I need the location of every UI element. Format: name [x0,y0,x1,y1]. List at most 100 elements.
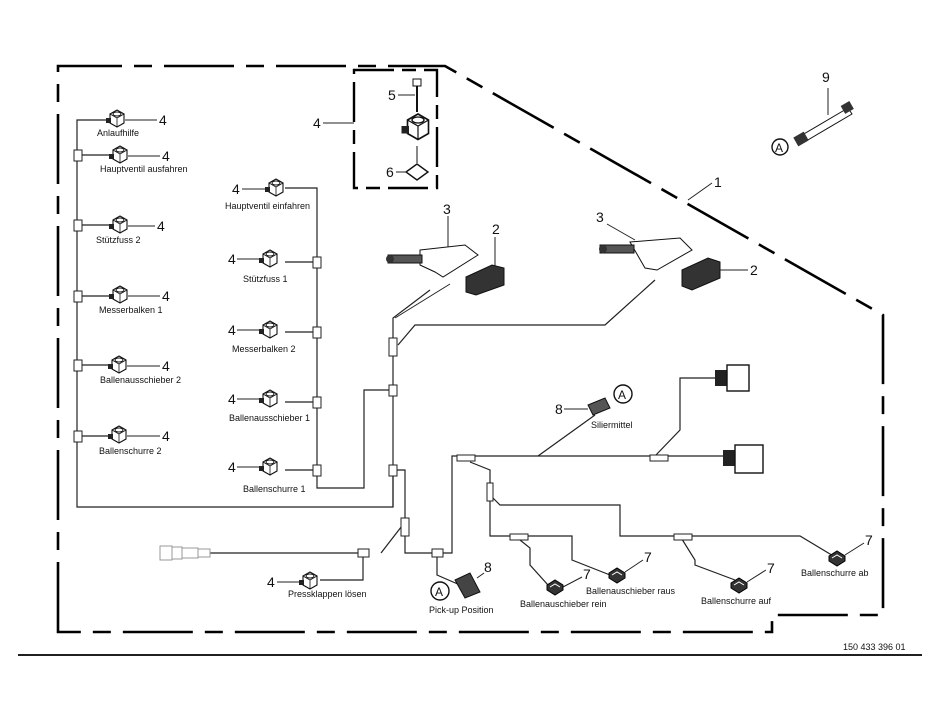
sensor-connector-icon [546,579,564,596]
svg-text:Ballenauschieber raus: Ballenauschieber raus [586,586,676,596]
connector-right-bottom [723,444,764,474]
svg-text:4: 4 [157,218,165,234]
svg-text:Hauptventil ausfahren: Hauptventil ausfahren [100,164,188,174]
junction-icon [431,548,444,558]
valve-bottom: 4 Pressklappen lösen [267,571,367,599]
svg-text:4: 4 [162,358,170,374]
middle-trunk [285,187,393,489]
svg-text:4: 4 [228,391,236,407]
sensor-connector-icon [828,550,846,567]
connector-left: 2 [465,221,505,296]
solenoid-valve-icon [107,355,127,374]
svg-text:2: 2 [492,221,500,237]
external-connector-left [159,545,211,561]
valve-middle-4: 4 Ballenschurre 1 [228,457,306,494]
svg-text:Ballenschurre ab: Ballenschurre ab [801,568,869,578]
solenoid-valve-icon [264,178,284,197]
svg-text:4: 4 [267,574,275,590]
solenoid-valve-icon [108,285,128,304]
junction-icon [357,548,370,558]
svg-text:5: 5 [388,87,396,103]
solenoid-valve-icon [108,145,128,164]
svg-text:Ballenschurre auf: Ballenschurre auf [701,596,772,606]
svg-text:Pressklappen lösen: Pressklappen lösen [288,589,367,599]
sensor-2: 7 Ballenschurre auf [701,560,775,606]
valve-detail-box [352,68,439,190]
svg-text:Ballenausschieber 2: Ballenausschieber 2 [100,375,181,385]
connector-right: 2 [681,257,758,291]
solenoid-valve-icon [105,109,125,128]
drawing-number: 150 433 396 01 [843,642,906,652]
valve-left-0: 4 Anlaufhilfe [97,109,167,138]
solenoid-valve-icon [258,389,278,408]
svg-text:4: 4 [159,112,167,128]
junction-icon [73,290,83,303]
junction-icon [388,384,398,397]
svg-text:Siliermittel: Siliermittel [591,420,633,430]
reference-marker-a [771,138,789,156]
valve-left-4: 4 Ballenausschieber 2 [100,355,181,385]
svg-text:Ballenschurre 2: Ballenschurre 2 [99,446,162,456]
svg-text:8: 8 [484,559,492,575]
valve-middle-1: 4 Stützfuss 1 [228,249,288,284]
svg-text:Stützfuss 2: Stützfuss 2 [96,235,141,245]
svg-text:A: A [435,585,443,599]
svg-text:4: 4 [162,428,170,444]
junction-icon [312,326,322,339]
junction-icon [73,430,83,443]
svg-text:A: A [775,141,783,155]
junction-icon [312,464,322,477]
screw-head-icon [412,78,422,87]
svg-text:Ballenausschieber 1: Ballenausschieber 1 [229,413,310,423]
junction-icon [509,533,529,541]
svg-text:Pick-up Position: Pick-up Position [429,605,494,615]
central-spine [160,279,836,586]
svg-text:1: 1 [714,174,722,190]
svg-text:4: 4 [162,288,170,304]
valve-middle-0: 4 Hauptventil einfahren [225,178,310,211]
junction-icon [312,256,322,269]
solenoid-valve-icon [108,215,128,234]
svg-text:8: 8 [555,401,563,417]
svg-text:4: 4 [162,148,170,164]
svg-text:Hauptventil einfahren: Hauptventil einfahren [225,201,310,211]
valve-left-1: 4 Hauptventil ausfahren [100,145,188,174]
junction-icon [456,454,476,462]
valve-detail: 4 5 6 [313,78,430,181]
junctions [73,149,693,558]
svg-text:Ballenschurre 1: Ballenschurre 1 [243,484,306,494]
svg-text:4: 4 [232,181,240,197]
solenoid-valve-icon [298,571,318,590]
valve-middle-2: 4 Messerbalken 2 [228,320,296,354]
svg-text:Messerbalken 2: Messerbalken 2 [232,344,296,354]
svg-text:Messerbalken 1: Messerbalken 1 [99,305,163,315]
junction-icon [400,517,410,537]
reference-marker-a [613,384,633,404]
solenoid-valve-detail-icon [400,113,430,141]
svg-text:7: 7 [865,532,873,548]
junction-icon [388,464,398,477]
junction-icon [486,482,494,502]
plug-siliermittel: 8 A Siliermittel [555,384,633,430]
junction-icon [73,359,83,372]
svg-text:Ballenauschieber rein: Ballenauschieber rein [520,599,607,609]
junction-icon [312,396,322,409]
solenoid-valve-icon [258,249,278,268]
sensor-connector-icon [730,577,748,594]
svg-text:4: 4 [313,115,321,131]
svg-text:7: 7 [583,566,591,582]
valve-left-5: 4 Ballenschurre 2 [99,425,170,456]
sensor-3: 7 Ballenschurre ab [801,532,873,578]
plug-housing-right: 3 [596,209,693,271]
svg-text:6: 6 [386,164,394,180]
solenoid-valve-icon [107,425,127,444]
sensor-connector-icon [608,567,626,584]
junction-icon [73,219,83,232]
plug-housing-left: 3 [386,201,479,319]
solenoid-valve-icon [258,320,278,339]
junction-icon [649,454,669,462]
svg-text:A: A [618,388,626,402]
junction-icon [73,149,83,162]
svg-text:9: 9 [822,69,830,85]
plug-pickup: 8 A Pick-up Position [429,559,494,615]
